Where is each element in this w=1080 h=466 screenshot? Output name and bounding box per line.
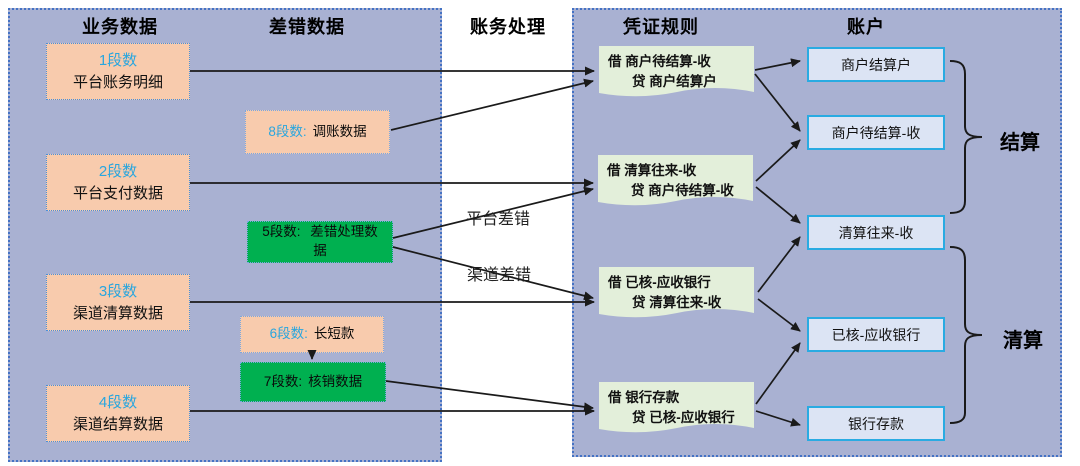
- business-box-2: 2段数 平台支付数据: [46, 154, 190, 211]
- column-header-business-data: 业务数据: [82, 17, 158, 37]
- document-shape: [599, 267, 754, 318]
- rule-debit-line: 借 银行存款: [608, 390, 680, 405]
- business-box-1: 1段数 平台账务明细: [46, 43, 190, 100]
- voucher-rule-2: 借 清算往来-收 贷 商户待结算-收: [598, 155, 753, 212]
- group-label-clearing: 清算: [1003, 330, 1043, 352]
- account-box-bank-deposit: 银行存款: [807, 406, 945, 441]
- segment-label: 调账数据: [312, 123, 367, 139]
- segment-tag: 4段数: [98, 393, 138, 411]
- error-box-5: 5段数: 差错处理数据: [247, 221, 393, 263]
- segment-tag: 6段数:: [269, 326, 308, 342]
- document-shape: [598, 155, 753, 206]
- voucher-rule-4: 借 银行存款 贷 已核-应收银行: [599, 382, 754, 439]
- segment-label: 渠道清算数据: [72, 304, 163, 322]
- business-box-4: 4段数 渠道结算数据: [46, 385, 190, 442]
- voucher-rule-3: 借 已核-应收银行 贷 清算往来-收: [599, 267, 754, 324]
- segment-label: 渠道结算数据: [72, 415, 163, 433]
- column-header-accounts: 账户: [847, 17, 885, 37]
- rule-credit-line: 贷 清算往来-收: [632, 295, 722, 311]
- rule-debit-line: 借 商户待结算-收: [608, 54, 711, 69]
- rule-credit-line: 贷 已核-应收银行: [632, 410, 735, 426]
- error-box-8: 8段数: 调账数据: [245, 110, 390, 154]
- account-box-merchant-settlement: 商户结算户: [807, 47, 945, 82]
- segment-tag: 5段数:: [262, 224, 301, 240]
- document-shape: [599, 382, 754, 433]
- segment-label: 核销数据: [308, 373, 363, 389]
- segment-tag: 3段数: [98, 282, 138, 300]
- flow-label-channel-error: 渠道差错: [467, 267, 532, 284]
- segment-label: 差错处理数据: [310, 224, 378, 258]
- document-shape: [599, 46, 754, 97]
- column-header-error-data: 差错数据: [269, 17, 345, 37]
- voucher-rule-1: 借 商户待结算-收 贷 商户结算户: [599, 46, 754, 103]
- error-box-7: 7段数: 核销数据: [240, 362, 386, 402]
- segment-label: 平台支付数据: [72, 184, 163, 202]
- rule-credit-line: 贷 商户待结算-收: [631, 183, 734, 199]
- flow-label-platform-error: 平台差错: [466, 211, 531, 228]
- column-header-voucher-rules: 凭证规则: [623, 17, 699, 37]
- error-box-6: 6段数: 长短款: [240, 316, 384, 353]
- segment-label: 平台账务明细: [72, 73, 163, 91]
- group-label-settlement: 结算: [1000, 132, 1040, 154]
- segment-label: 长短款: [313, 326, 355, 342]
- rule-debit-line: 借 已核-应收银行: [608, 275, 711, 290]
- column-header-accounting-process: 账务处理: [470, 17, 546, 37]
- account-box-clearing-transit: 清算往来-收: [807, 215, 945, 250]
- segment-tag: 7段数:: [263, 373, 303, 389]
- business-box-3: 3段数 渠道清算数据: [46, 274, 190, 331]
- segment-tag: 1段数: [98, 51, 138, 69]
- account-box-merchant-pending: 商户待结算-收: [807, 115, 945, 150]
- rule-debit-line: 借 清算往来-收: [607, 163, 697, 178]
- segment-tag: 2段数: [98, 162, 138, 180]
- rule-credit-line: 贷 商户结算户: [632, 74, 717, 90]
- account-box-verified-bank-receivable: 已核-应收银行: [807, 317, 945, 352]
- segment-tag: 8段数:: [268, 123, 307, 139]
